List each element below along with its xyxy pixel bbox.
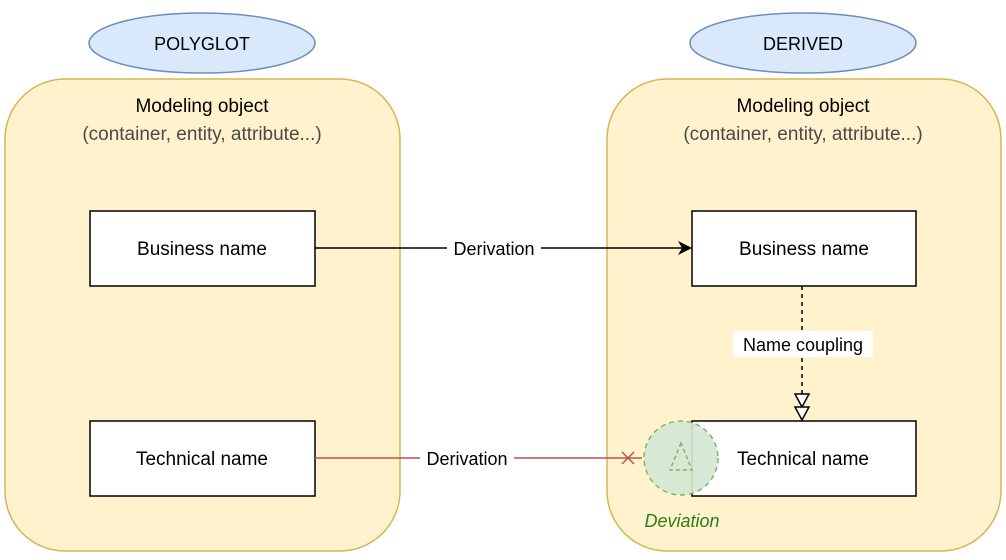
- right-container-title: Modeling object: [736, 96, 870, 117]
- left-technical-name-label: Technical name: [136, 449, 268, 470]
- technical-derivation-label: Derivation: [426, 449, 507, 469]
- deviation-circle[interactable]: [643, 420, 719, 496]
- name-coupling-label-bg: [733, 331, 873, 357]
- right-business-name-label: Business name: [739, 239, 869, 260]
- right-business-name-box[interactable]: [691, 210, 917, 287]
- warning-triangle-icon: [668, 441, 694, 471]
- double-hollow-arrowhead-icon: [793, 393, 811, 422]
- right-badge-label: DERIVED: [763, 34, 843, 54]
- right-container-subtitle: (container, entity, attribute...): [683, 124, 922, 145]
- blocked-cross-icon: [621, 451, 635, 465]
- right-badge-ellipse: [689, 12, 917, 74]
- deviation-label: Deviation: [644, 511, 719, 531]
- name-coupling-label: Name coupling: [743, 335, 863, 355]
- left-badge-label: POLYGLOT: [154, 34, 250, 54]
- left-business-name-label: Business name: [137, 239, 267, 260]
- business-derivation-label-bg: [447, 236, 541, 260]
- left-container-subtitle: (container, entity, attribute...): [82, 124, 321, 145]
- right-technical-name-label: Technical name: [737, 449, 869, 470]
- technical-derivation-label-bg: [420, 446, 514, 470]
- business-derivation-label: Derivation: [453, 239, 534, 259]
- left-container-title: Modeling object: [135, 96, 269, 117]
- left-badge-ellipse: [88, 12, 316, 74]
- left-business-name-box[interactable]: [89, 210, 316, 287]
- right-technical-name-box[interactable]: [691, 420, 917, 497]
